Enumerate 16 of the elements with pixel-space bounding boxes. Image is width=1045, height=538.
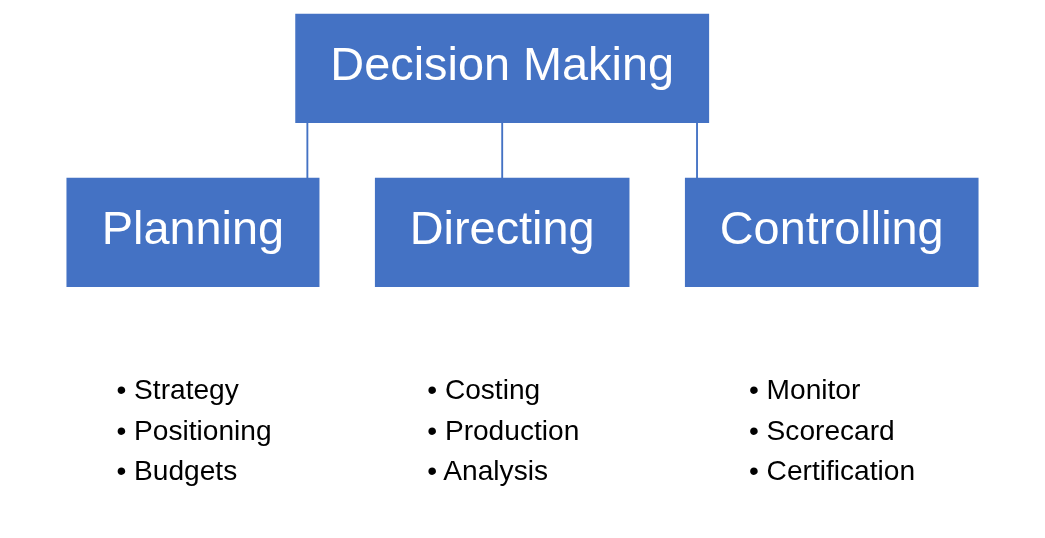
connector (696, 121, 698, 180)
node-label: • Strategy (116, 374, 239, 406)
node-label: • Positioning (116, 414, 272, 446)
node-label: • Monitor (748, 374, 861, 406)
node-box: Decision Making (295, 13, 710, 123)
node-label: • Production (427, 414, 580, 446)
node-label: • Certification (748, 455, 916, 487)
node-label: • Scorecard (748, 414, 895, 446)
connector (501, 121, 504, 180)
node-label: • Budgets (116, 455, 238, 487)
node-box: Directing (374, 177, 630, 287)
node-box: Planning (66, 177, 320, 287)
connector (306, 121, 309, 180)
node-box: Controlling (684, 177, 979, 287)
node-label: • Costing (427, 374, 541, 406)
node-label: • Analysis (427, 455, 549, 487)
